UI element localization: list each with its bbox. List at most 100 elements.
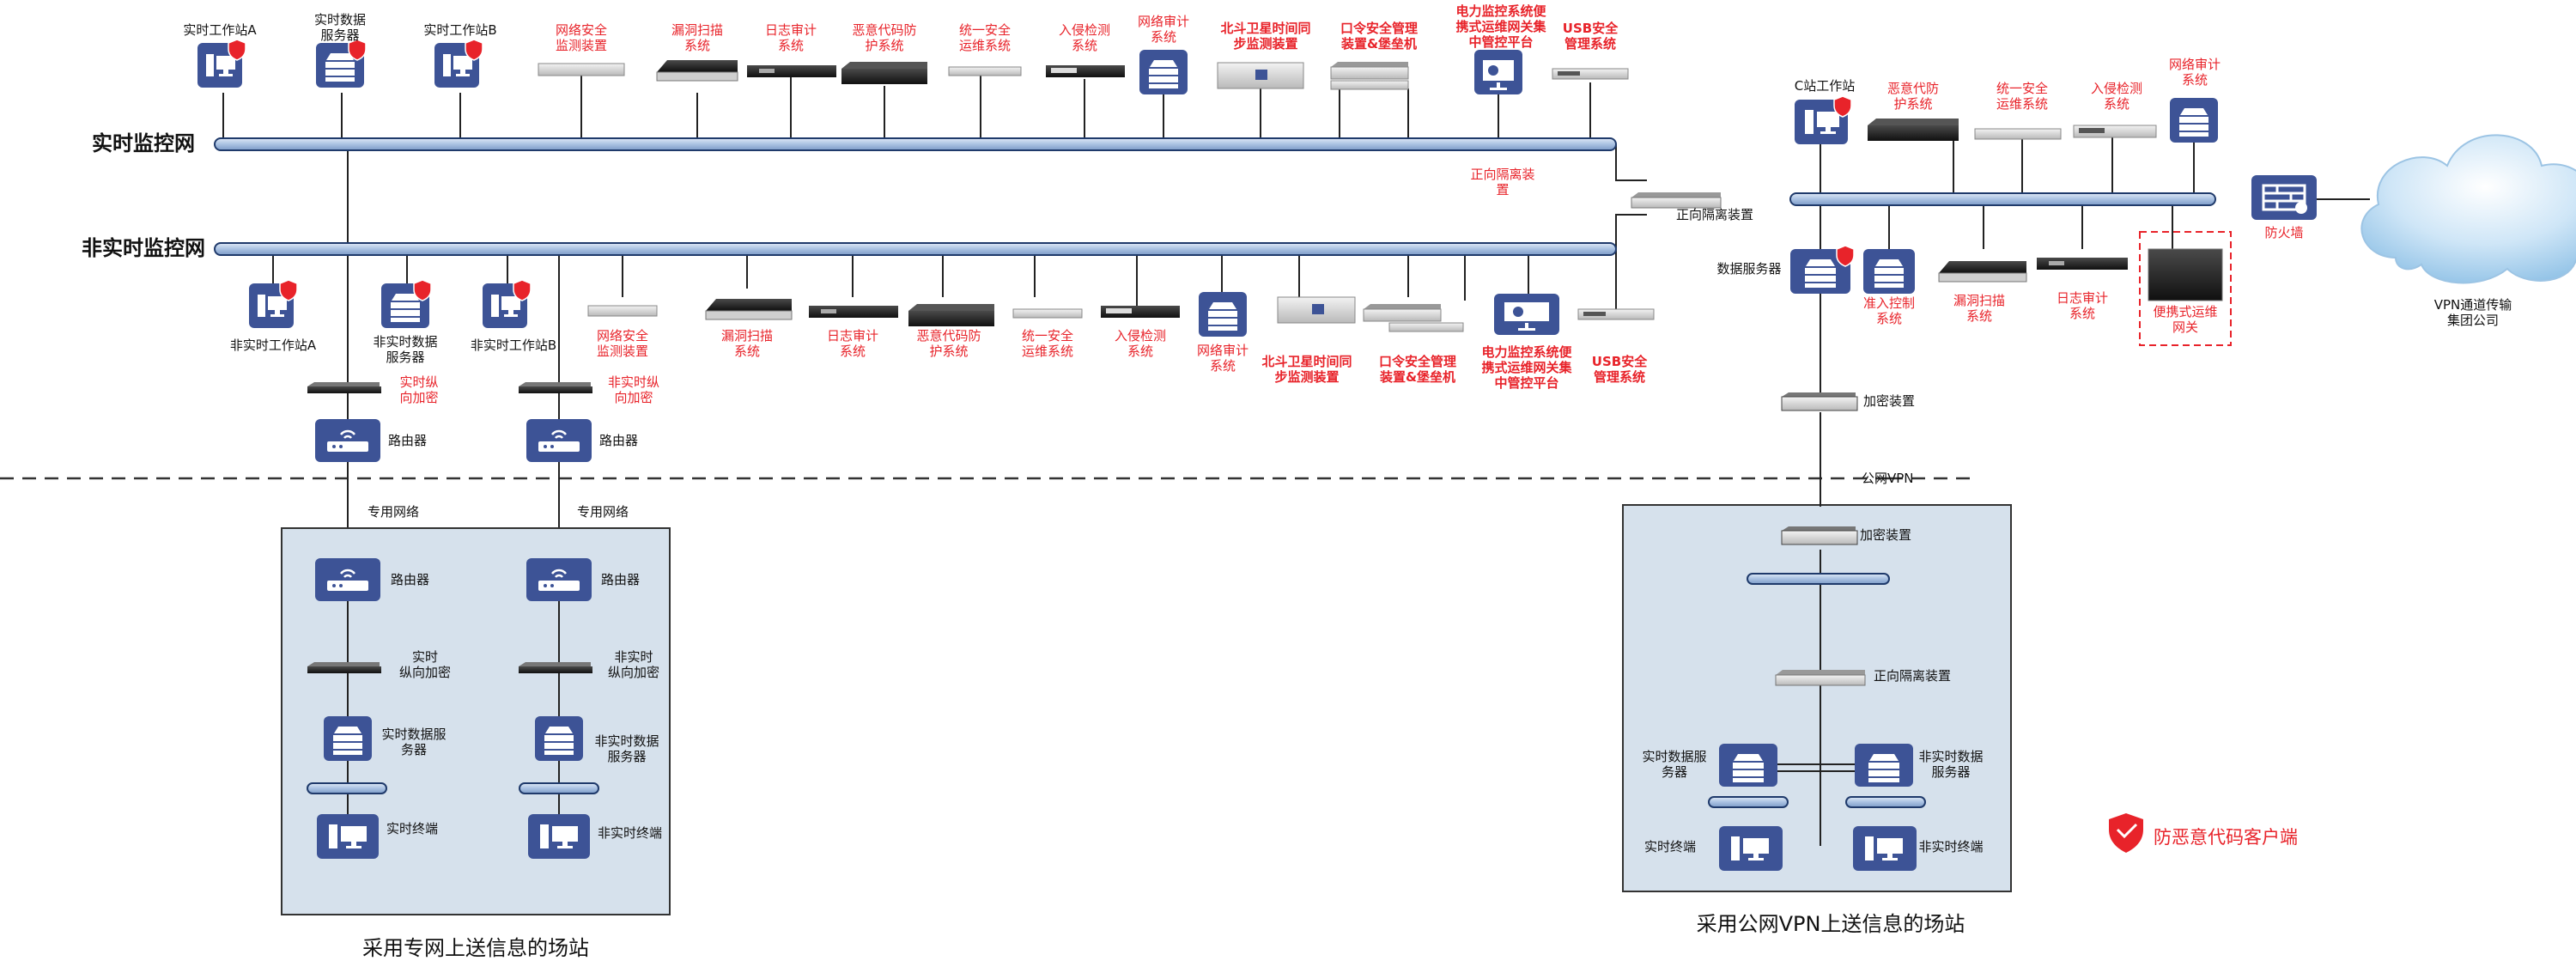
label-nportable-gw: 电力监控系统便携式运维网关集中管控平台 bbox=[1481, 344, 1572, 391]
server-icon[interactable] bbox=[316, 39, 367, 88]
rack-device-icon[interactable] bbox=[2073, 125, 2157, 138]
rack-device-icon[interactable] bbox=[948, 66, 1022, 76]
site-encrypt-b[interactable] bbox=[519, 662, 592, 673]
label-vpn-term-b: 非实时终端 bbox=[1918, 839, 1983, 854]
label-site-router-a: 路由器 bbox=[391, 572, 429, 587]
label-r-net-audit: 网络审计系统 bbox=[2169, 57, 2221, 88]
vpn-bus-b bbox=[1845, 796, 1926, 808]
realtime-net-label: 实时监控网 bbox=[92, 131, 195, 155]
site-bus-server-a bbox=[307, 782, 387, 794]
label-router-a: 路由器 bbox=[388, 433, 427, 448]
label-nrt-server: 非实时数据服务器 bbox=[373, 334, 437, 365]
server-icon[interactable] bbox=[1863, 249, 1915, 294]
rack-device-icon[interactable] bbox=[1101, 306, 1180, 318]
workstation-icon[interactable] bbox=[1795, 95, 1852, 144]
connection-lines bbox=[222, 76, 2370, 846]
label-nunified-ops: 统一安全运维系统 bbox=[1022, 328, 1073, 359]
rack-device-icon[interactable] bbox=[1012, 308, 1083, 319]
workstation-icon[interactable] bbox=[483, 279, 532, 328]
router-icon[interactable] bbox=[526, 419, 592, 462]
server-icon[interactable] bbox=[1855, 744, 1913, 787]
rack-device-icon[interactable] bbox=[1974, 128, 2062, 140]
label-cloud: VPN通道传输集团公司 bbox=[2434, 297, 2512, 328]
shield-icon bbox=[228, 39, 246, 61]
nonrealtime-bus bbox=[214, 242, 1617, 256]
router-icon[interactable] bbox=[315, 419, 380, 462]
encrypt-device[interactable] bbox=[1781, 392, 1858, 411]
server-icon[interactable] bbox=[381, 279, 432, 328]
rack-device-icon[interactable] bbox=[1363, 304, 1464, 332]
rt-encrypt-device[interactable] bbox=[307, 382, 381, 393]
label-public-vpn: 公网VPN bbox=[1862, 471, 1914, 486]
shield-icon bbox=[1836, 245, 1855, 267]
portable-gateway[interactable] bbox=[2139, 231, 2232, 346]
label-access-ctrl: 准入控制系统 bbox=[1863, 295, 1915, 326]
label-rt-encrypt: 实时纵向加密 bbox=[399, 374, 438, 405]
nrt-encrypt-device[interactable] bbox=[519, 382, 592, 393]
shield-icon bbox=[413, 279, 432, 301]
rack-device-icon[interactable] bbox=[841, 62, 927, 84]
label-nids: 入侵检测系统 bbox=[1115, 328, 1166, 359]
label-vpn-term-a: 实时终端 bbox=[1644, 839, 1696, 854]
shield-icon bbox=[348, 39, 367, 61]
vpn-bus-a bbox=[1708, 796, 1789, 808]
server-icon[interactable] bbox=[1139, 50, 1188, 94]
shield-icon bbox=[1833, 95, 1852, 118]
label-nws-b: 非实时工作站B bbox=[471, 338, 556, 353]
server-icon[interactable] bbox=[2170, 98, 2218, 143]
terminal-icon[interactable] bbox=[528, 814, 590, 859]
rack-device-icon[interactable] bbox=[1330, 62, 1409, 90]
firewall-icon[interactable] bbox=[2251, 175, 2317, 220]
label-ws-b: 实时工作站B bbox=[423, 22, 496, 38]
legend: 防恶意代码客户端 bbox=[2109, 813, 2298, 853]
label-r-vuln-scan: 漏洞扫描系统 bbox=[1953, 293, 2005, 324]
rack-device-icon[interactable] bbox=[1277, 296, 1356, 324]
terminal-icon[interactable] bbox=[1719, 826, 1783, 871]
label-nbeidou: 北斗卫星时间同步监测装置 bbox=[1261, 354, 1352, 385]
rack-device-icon[interactable] bbox=[1046, 65, 1125, 77]
rack-device-icon[interactable] bbox=[1577, 308, 1655, 320]
rack-device-icon[interactable] bbox=[908, 304, 994, 326]
label-nlog-audit: 日志审计系统 bbox=[827, 328, 878, 359]
encrypt-device[interactable] bbox=[1781, 526, 1858, 545]
forward-isolation-device[interactable] bbox=[1631, 192, 1722, 209]
label-vpn-encrypt: 加密装置 bbox=[1860, 527, 1911, 543]
router-icon[interactable] bbox=[526, 558, 592, 601]
label-site-enc-a: 实时纵向加密 bbox=[399, 649, 451, 680]
router-icon[interactable] bbox=[315, 558, 380, 601]
rack-device-icon[interactable] bbox=[747, 65, 836, 77]
label-nvuln-scan: 漏洞扫描系统 bbox=[721, 328, 773, 359]
platform-icon[interactable] bbox=[1474, 50, 1522, 94]
label-r-ids: 入侵检测系统 bbox=[2091, 81, 2142, 112]
rack-device-icon[interactable] bbox=[1868, 119, 1959, 141]
rack-device-icon[interactable] bbox=[809, 306, 898, 318]
rack-device-icon[interactable] bbox=[1552, 68, 1629, 80]
nonrealtime-net-label: 非实时监控网 bbox=[82, 236, 205, 260]
rack-device-icon[interactable] bbox=[1938, 261, 2027, 283]
label-beidou: 北斗卫星时间同步监测装置 bbox=[1220, 21, 1310, 52]
label-net-audit: 网络审计系统 bbox=[1138, 14, 1189, 45]
server-icon[interactable] bbox=[1719, 744, 1777, 787]
label-password: 口令安全管理装置&堡垒机 bbox=[1340, 21, 1418, 52]
forward-isolation-device[interactable] bbox=[1775, 670, 1866, 686]
server-icon[interactable] bbox=[324, 716, 372, 761]
rack-device-icon[interactable] bbox=[1217, 62, 1304, 89]
platform-icon[interactable] bbox=[1494, 294, 1559, 335]
terminal-icon[interactable] bbox=[317, 814, 379, 859]
workstation-icon[interactable] bbox=[434, 39, 483, 88]
rack-device-icon[interactable] bbox=[2037, 258, 2128, 270]
server-icon[interactable] bbox=[535, 716, 583, 761]
workstation-icon[interactable] bbox=[249, 279, 298, 328]
server-icon[interactable] bbox=[1790, 245, 1855, 294]
rack-device-icon[interactable] bbox=[656, 60, 738, 82]
label-unified-ops: 统一安全运维系统 bbox=[959, 22, 1011, 53]
rack-device-icon[interactable] bbox=[587, 305, 658, 317]
workstation-icon[interactable] bbox=[197, 39, 246, 88]
server-icon[interactable] bbox=[1199, 292, 1247, 337]
site-encrypt-a[interactable] bbox=[307, 662, 381, 673]
label-site-router-b: 路由器 bbox=[601, 572, 640, 587]
terminal-icon[interactable] bbox=[1853, 826, 1917, 871]
rack-device-icon[interactable] bbox=[538, 63, 625, 76]
rack-device-icon[interactable] bbox=[705, 299, 793, 320]
